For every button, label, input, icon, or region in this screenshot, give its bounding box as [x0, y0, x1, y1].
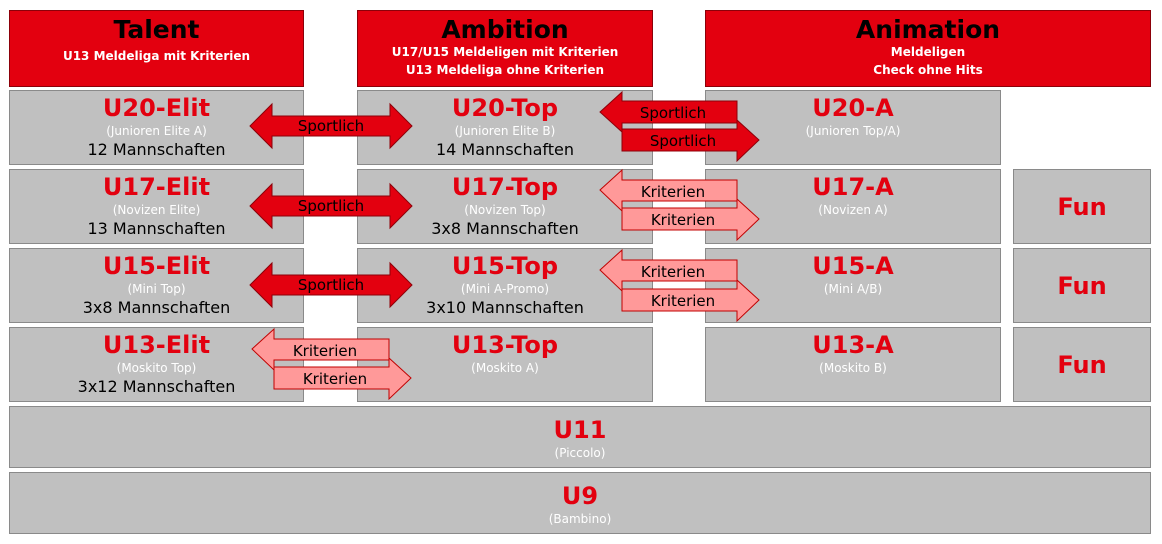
box-title: U20-Top: [451, 94, 559, 122]
header-title: Talent: [113, 15, 200, 44]
box-count: 3x8 Mannschaften: [82, 298, 231, 317]
header-ambition: Ambition U17/U15 Meldeligen mit Kriterie…: [357, 10, 653, 87]
box-subtitle: (Novizen A): [818, 203, 888, 217]
header-title: Animation: [855, 15, 1001, 44]
box-title: U9: [561, 482, 599, 510]
box-title: U20-Elit: [102, 94, 211, 122]
box-u15-elit: U15-Elit (Mini Top) 3x8 Mannschaften: [9, 248, 304, 323]
arrow-label: Sportlich: [298, 117, 364, 135]
box-title: U20-A: [812, 94, 894, 122]
double-arrow-r1-left: Sportlich: [249, 102, 413, 150]
box-subtitle: (Novizen Elite): [112, 203, 201, 217]
box-u13-top: U13-Top (Moskito A): [357, 327, 653, 402]
arrow-label: Kriterien: [293, 342, 357, 360]
box-fun: Fun: [1013, 327, 1151, 402]
box-subtitle: (Moskito B): [819, 361, 887, 375]
box-fun: Fun: [1013, 169, 1151, 244]
arrow-label: Kriterien: [641, 183, 705, 201]
arrow-label: Sportlich: [640, 104, 706, 122]
box-title: U15-Elit: [102, 252, 211, 280]
header-subtitle: U13 Meldeliga mit Kriterien: [62, 49, 251, 63]
box-subtitle: (Mini Top): [127, 282, 186, 296]
arrow-r3-right-top: Kriterien: [599, 248, 738, 293]
box-u13-elit: U13-Elit (Moskito Top) 3x12 Mannschaften: [9, 327, 304, 402]
arrow-r2-right-top: Kriterien: [599, 168, 738, 213]
arrow-r4-left-bottom: Kriterien: [273, 356, 412, 401]
header-subtitle: U17/U15 Meldeligen mit Kriterien: [391, 45, 619, 59]
arrow-label: Sportlich: [650, 132, 716, 150]
box-title: U17-Elit: [102, 173, 211, 201]
box-u11: U11 (Piccolo): [9, 406, 1151, 468]
header-talent: Talent U13 Meldeliga mit Kriterien: [9, 10, 304, 87]
box-u15-a: U15-A (Mini A/B): [705, 248, 1001, 323]
box-count: 12 Mannschaften: [87, 140, 226, 159]
arrow-label: Sportlich: [298, 276, 364, 294]
box-subtitle: (Junioren Elite A): [106, 124, 207, 138]
box-title: U17-A: [812, 173, 894, 201]
box-title: U15-A: [812, 252, 894, 280]
box-subtitle: (Piccolo): [554, 446, 606, 460]
arrow-r1-right-bottom: Sportlich: [621, 118, 760, 163]
arrow-r2-right-bottom: Kriterien: [621, 197, 760, 242]
arrow-r4-left-top: Kriterien: [251, 327, 390, 372]
box-title: U13-A: [812, 331, 894, 359]
box-subtitle: (Novizen Top): [464, 203, 546, 217]
box-count: 3x8 Mannschaften: [431, 219, 579, 238]
arrow-r3-right-bottom: Kriterien: [621, 278, 760, 323]
box-u20-top: U20-Top (Junioren Elite B) 14 Mannschaft…: [357, 90, 653, 165]
box-count: 14 Mannschaften: [435, 140, 575, 159]
box-title: U17-Top: [451, 173, 559, 201]
box-count: 3x12 Mannschaften: [77, 377, 236, 396]
box-subtitle: (Junioren Elite B): [454, 124, 556, 138]
box-subtitle: (Moskito Top): [116, 361, 197, 375]
header-subtitle: Check ohne Hits: [873, 63, 983, 77]
box-fun: Fun: [1013, 248, 1151, 323]
box-title: U11: [553, 416, 607, 444]
arrow-label: Kriterien: [641, 263, 705, 281]
header-animation: Animation Meldeligen Check ohne Hits: [705, 10, 1151, 87]
arrow-r1-right-top: Sportlich: [599, 90, 738, 134]
box-subtitle: (Mini A-Promo): [460, 282, 550, 296]
arrow-label: Kriterien: [651, 292, 715, 310]
box-title: U13-Top: [451, 331, 559, 359]
header-subtitle: Meldeligen: [890, 45, 966, 59]
header-subtitle: U13 Meldeliga ohne Kriterien: [405, 63, 605, 77]
box-u17-a: U17-A (Novizen A): [705, 169, 1001, 244]
box-u20-a: U20-A (Junioren Top/A): [705, 90, 1001, 165]
box-count: 13 Mannschaften: [87, 219, 226, 238]
double-arrow-r3-left: Sportlich: [249, 261, 413, 309]
box-title: U13-Elit: [102, 331, 211, 359]
box-subtitle: (Junioren Top/A): [805, 124, 901, 138]
double-arrow-r2-left: Sportlich: [249, 182, 413, 230]
arrow-label: Kriterien: [303, 370, 367, 388]
box-title: U15-Top: [451, 252, 559, 280]
header-title: Ambition: [441, 15, 569, 44]
box-subtitle: (Moskito A): [471, 361, 539, 375]
box-u13-a: U13-A (Moskito B): [705, 327, 1001, 402]
box-count: 3x10 Mannschaften: [426, 298, 584, 317]
box-subtitle: (Mini A/B): [823, 282, 883, 296]
arrow-label: Kriterien: [651, 211, 715, 229]
box-subtitle: (Bambino): [548, 512, 612, 526]
box-u9: U9 (Bambino): [9, 472, 1151, 534]
arrow-label: Sportlich: [298, 197, 364, 215]
